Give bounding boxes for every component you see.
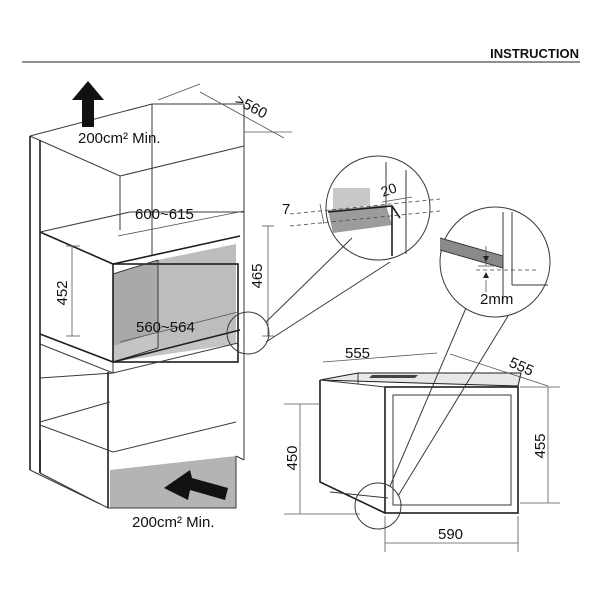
cabinet-drawing	[29, 103, 245, 509]
opening-height-inner-label: 452	[54, 280, 71, 305]
left-arrow-icon	[164, 470, 228, 500]
cabinet-width-label: 600~615	[135, 206, 194, 223]
oven-zoom-circle	[354, 482, 402, 530]
cabinet-depth-label: >560	[232, 92, 270, 123]
gap-detail-label: 2mm	[480, 291, 513, 308]
oven-body-height-label: 450	[284, 445, 301, 470]
detail-front-offset	[289, 155, 441, 261]
detail-gap-label: 20	[379, 179, 399, 199]
airflow-top-label: 200cm² Min.	[78, 130, 161, 147]
oven-drawing	[319, 372, 522, 514]
oven-width-top-label: 555	[345, 345, 370, 362]
front-offset-label: 7	[282, 201, 290, 218]
oven-front-width-label: 590	[438, 526, 463, 543]
cabinet-inner-right-shade	[158, 244, 236, 348]
header-title: INSTRUCTION	[490, 46, 579, 61]
airflow-bottom-label: 200cm² Min.	[132, 514, 215, 531]
cabinet-zoom-circle	[226, 311, 270, 355]
detail-gap	[439, 206, 551, 318]
up-arrow-icon	[72, 81, 104, 127]
cabinet-opening-outline	[112, 263, 239, 363]
oven-total-height-label: 455	[532, 433, 549, 458]
opening-height-outer-label: 465	[249, 263, 266, 288]
opening-depth-label: 560~564	[136, 319, 195, 336]
